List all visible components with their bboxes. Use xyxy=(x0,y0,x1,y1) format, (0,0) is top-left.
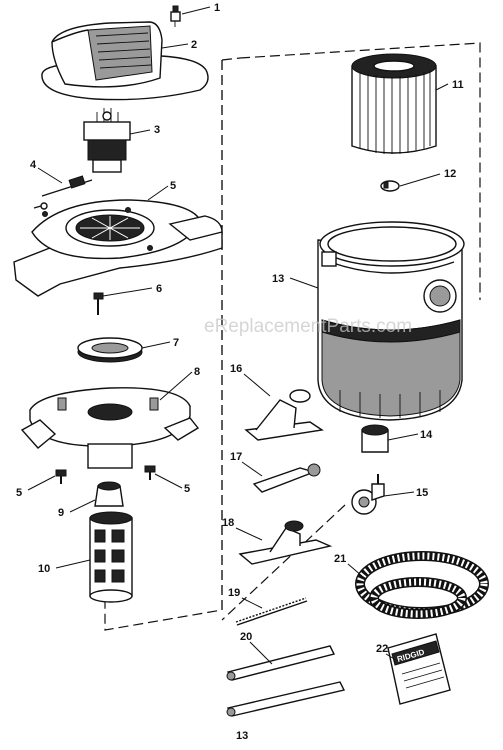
callout-11: 11 xyxy=(452,79,464,91)
part-labels: 1 2 3 4 5 6 7 8 5 5 9 10 11 12 13 14 15 … xyxy=(16,2,464,655)
cartridge-filter xyxy=(351,53,437,154)
screw-left xyxy=(55,469,67,484)
callout-17: 17 xyxy=(230,451,242,463)
callout-21: 21 xyxy=(334,553,346,565)
callout-3: 3 xyxy=(154,124,160,136)
callout-15: 15 xyxy=(416,487,428,499)
callout-5-right: 5 xyxy=(184,483,190,495)
owners-manual: RIDGID xyxy=(387,633,451,705)
watermark: eReplacementParts.com xyxy=(204,316,412,337)
vacuum-hose xyxy=(355,551,489,619)
extension-wands xyxy=(226,645,346,717)
squeegee-strip xyxy=(235,597,308,626)
callout-14: 14 xyxy=(420,429,433,441)
callout-8: 8 xyxy=(194,366,200,378)
power-cord xyxy=(33,175,93,210)
motor xyxy=(83,108,131,173)
float-cage xyxy=(89,511,133,603)
assembly-boundary xyxy=(104,42,481,631)
filter-nut xyxy=(380,180,400,192)
callout-18: 18 xyxy=(222,517,234,529)
utility-nozzle xyxy=(244,389,324,441)
drum-inlet-port xyxy=(423,279,457,313)
callout-9: 9 xyxy=(58,507,64,519)
callout-6: 6 xyxy=(156,283,162,295)
leader-lines xyxy=(27,6,449,665)
callout-4: 4 xyxy=(30,159,37,171)
callout-16: 16 xyxy=(230,363,242,375)
callout-10: 10 xyxy=(38,563,50,575)
callout-20: 20 xyxy=(240,631,252,643)
callout-13: 13 xyxy=(272,273,284,285)
motor-housing xyxy=(13,199,223,297)
float-cap xyxy=(94,481,124,507)
callout-22: 22 xyxy=(376,643,388,655)
switch-knob xyxy=(170,5,181,27)
collection-drum xyxy=(317,221,465,421)
callout-7: 7 xyxy=(173,337,179,349)
floor-nozzle xyxy=(238,520,333,565)
screw-right xyxy=(144,465,156,480)
drain-cap xyxy=(361,424,389,453)
motor-cover xyxy=(41,21,209,101)
callout-12: 12 xyxy=(444,168,456,180)
screw xyxy=(93,292,104,315)
caster-wheel xyxy=(351,474,385,515)
callout-2: 2 xyxy=(191,39,197,51)
page-number: 13 xyxy=(236,730,248,742)
callout-19: 19 xyxy=(228,587,240,599)
assembly-boundary-left xyxy=(221,57,241,610)
impeller-disk xyxy=(77,337,143,363)
callout-1: 1 xyxy=(214,2,220,14)
base-plate xyxy=(20,387,200,469)
crevice-tool xyxy=(252,463,321,493)
callout-5-left: 5 xyxy=(16,487,22,499)
callout-5-upper: 5 xyxy=(170,180,176,192)
impeller-fan xyxy=(75,214,145,242)
